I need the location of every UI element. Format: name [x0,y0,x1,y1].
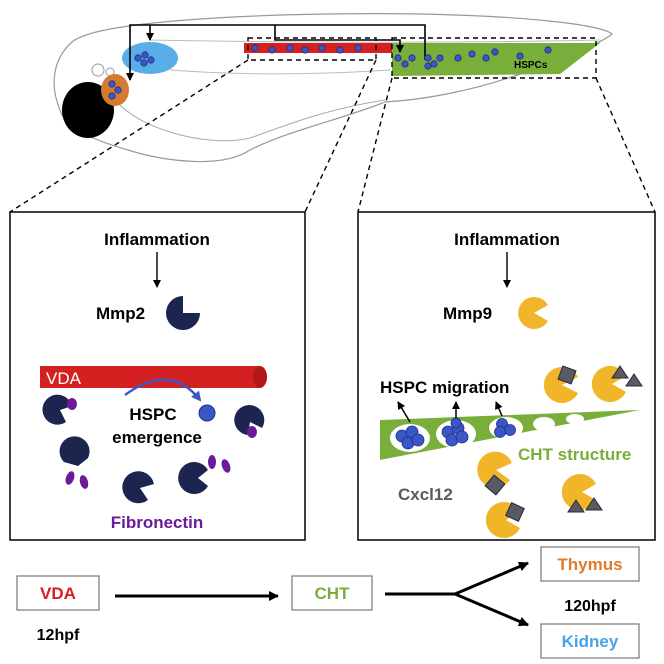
zebrafish-embryo [53,13,613,163]
cht-timeline-box [291,575,373,611]
otic-vesicle [91,63,105,77]
right-inflammation-label: Inflammation [454,230,560,249]
migration-out-arrows [397,401,503,423]
hspc-migration-label: HSPC migration [380,378,509,397]
embryo-eye [62,82,114,138]
kidney-timeline-box [540,623,640,659]
mmp9-icon [518,296,548,329]
mmp9-cxcl12-group [477,365,643,538]
hspc-dots-embryo [108,44,552,100]
fibronectin-label: Fibronectin [111,513,204,532]
mmp9-label: Mmp9 [443,304,492,323]
vda-time-label: 12hpf [37,627,80,644]
cht-wedge-embryo [392,43,600,76]
cht-structure-label: CHT structure [518,445,631,464]
hspc-emergence-line1: HSPC [129,405,176,424]
thymus-timeline-label: Thymus [557,555,622,574]
cht-hspc-clusters [395,417,516,450]
gut-line [169,69,391,75]
yolk-outline [107,89,386,142]
zoom-lines [9,59,656,213]
left-inflammation-label: Inflammation [104,230,210,249]
thymus-timeline-box [540,546,640,582]
hspc-label-embryo: HSPCs [514,60,548,71]
vda-vessel [40,366,260,388]
kidney-timeline-label: Kidney [562,632,619,651]
migration-arrows [126,24,426,81]
vda-timeline-box [16,575,100,611]
cht-branch-arrows [385,561,529,627]
cht-zoom-box [391,37,597,79]
emergence-arrow [124,378,202,402]
vda-vessel-label: VDA [46,369,82,388]
cxcl12-label: Cxcl12 [398,485,453,504]
notochord-line [149,39,601,43]
vda-zoom-box [247,37,377,61]
mmp2-icon [166,296,200,330]
mmp2-fibronectin-group [42,394,265,504]
mmp2-label: Mmp2 [96,304,145,323]
embryo-outline [53,13,613,163]
cht-timeline-label: CHT [315,584,351,603]
hspc-emergence-line2: emergence [112,428,202,447]
time-120-label: 120hpf [564,598,616,615]
emerging-hspc [198,404,216,422]
vda-timeline-label: VDA [40,584,76,603]
